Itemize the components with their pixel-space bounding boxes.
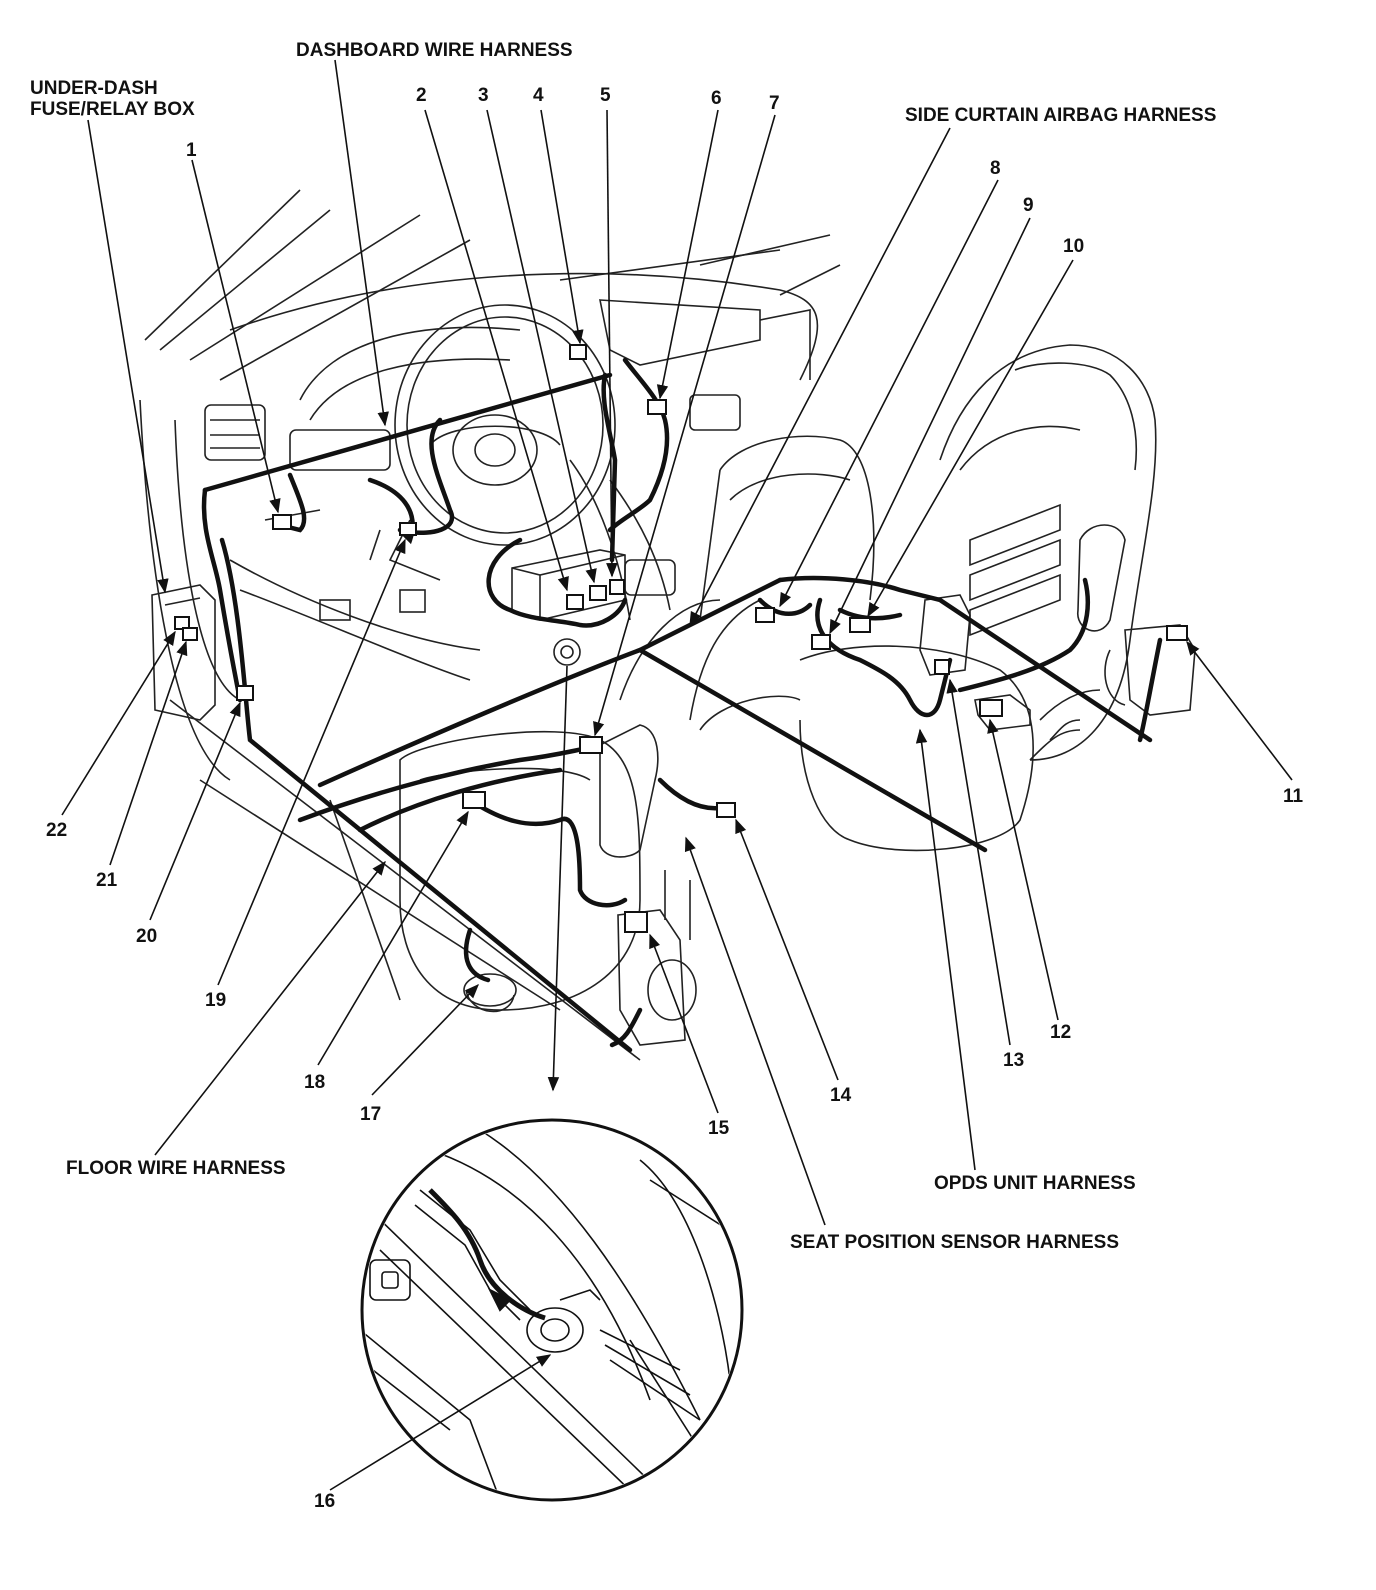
detail-view-16: [360, 1118, 744, 1502]
callout-8: 8: [990, 158, 1001, 179]
callout-9: 9: [1023, 195, 1034, 216]
floor-harness-label: FLOOR WIRE HARNESS: [66, 1158, 286, 1179]
callout-6: 6: [711, 88, 722, 109]
callout-19: 19: [205, 990, 227, 1011]
callout-16: 16: [314, 1491, 336, 1512]
callout-17: 17: [360, 1104, 382, 1125]
dashboard-harness-label: DASHBOARD WIRE HARNESS: [296, 40, 573, 61]
harness-lines: [201, 357, 1163, 1053]
opds-harness-label: OPDS UNIT HARNESS: [934, 1173, 1136, 1194]
callout-13: 13: [1003, 1050, 1025, 1071]
callout-22: 22: [46, 820, 68, 841]
callout-7: 7: [769, 93, 780, 114]
callout-20: 20: [136, 926, 158, 947]
leader-lines: [61, 59, 1293, 1491]
callout-4: 4: [533, 85, 544, 106]
cabin-outline: [139, 189, 1196, 1061]
callout-10: 10: [1063, 236, 1085, 257]
callout-14: 14: [830, 1085, 852, 1106]
callout-18: 18: [304, 1072, 326, 1093]
under-dash-fuse-box-label: UNDER-DASH FUSE/RELAY BOX: [30, 78, 195, 120]
label-line-2: FUSE/RELAY BOX: [30, 99, 195, 120]
side-curtain-harness-label: SIDE CURTAIN AIRBAG HARNESS: [905, 105, 1217, 126]
callout-11: 11: [1283, 786, 1304, 807]
connectors: [174, 344, 1188, 933]
callout-15: 15: [708, 1118, 730, 1139]
callout-12: 12: [1050, 1022, 1072, 1043]
callout-21: 21: [96, 870, 118, 891]
label-line-1: UNDER-DASH: [30, 78, 158, 99]
seat-position-harness-label: SEAT POSITION SENSOR HARNESS: [790, 1232, 1120, 1253]
callout-3: 3: [478, 85, 489, 106]
callout-2: 2: [416, 85, 427, 106]
callout-5: 5: [600, 85, 611, 106]
callout-1: 1: [186, 140, 197, 161]
